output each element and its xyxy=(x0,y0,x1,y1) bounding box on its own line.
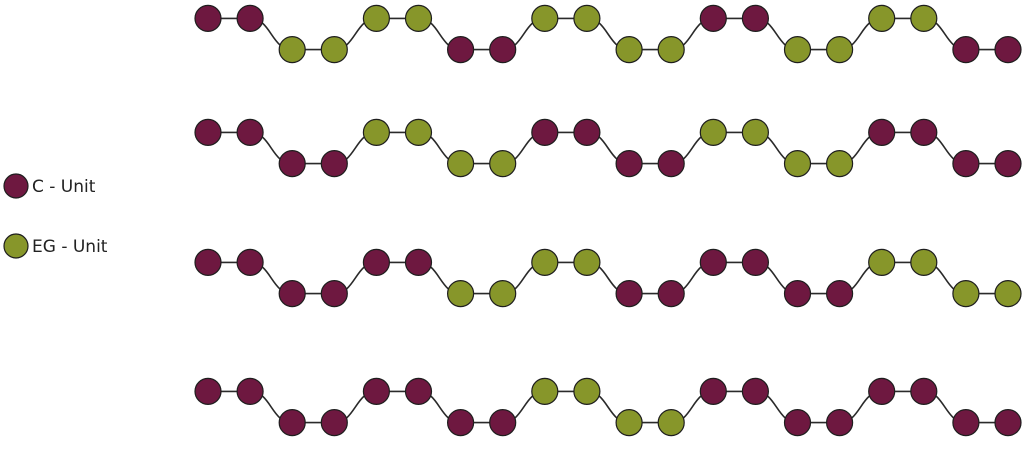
polymer-chain-4 xyxy=(194,377,1022,437)
c-unit-bead xyxy=(910,377,938,405)
c-unit-bead xyxy=(194,118,222,146)
c-unit-bead xyxy=(868,118,896,146)
c-unit-bead xyxy=(489,35,517,64)
c-unit-bead xyxy=(362,248,390,276)
c-unit-bead xyxy=(447,35,475,64)
eg-unit-bead xyxy=(657,35,685,64)
eg-unit-bead xyxy=(615,35,643,64)
eg-unit-bead xyxy=(531,248,559,276)
c-unit-bead xyxy=(489,409,517,437)
eg-unit-bead xyxy=(278,35,306,64)
eg-unit-bead xyxy=(489,150,517,178)
legend-item-eg-unit: EG - Unit xyxy=(3,233,108,259)
eg-unit-bead xyxy=(404,4,433,32)
c-unit-bead xyxy=(404,377,433,405)
polymer-chain-1 xyxy=(194,4,1022,64)
eg-unit-bead xyxy=(362,4,390,32)
c-unit-bead xyxy=(952,150,980,178)
polymer-chains xyxy=(194,4,1022,437)
c-unit-bead xyxy=(657,150,685,178)
c-unit-bead xyxy=(615,150,643,178)
c-unit-bead xyxy=(699,248,727,276)
polymer-chain-3 xyxy=(194,248,1022,308)
eg-unit-bead xyxy=(741,118,770,146)
eg-unit-bead xyxy=(489,280,517,308)
c-unit-bead xyxy=(404,248,433,276)
c-unit-bead xyxy=(194,377,222,405)
eg-unit-bead xyxy=(783,35,812,64)
legend-item-c-unit: C - Unit xyxy=(3,173,96,199)
eg-unit-bead xyxy=(615,409,643,437)
c-unit-bead xyxy=(320,280,348,308)
eg-unit-bead xyxy=(404,118,433,146)
c-unit-bead xyxy=(952,409,980,437)
c-unit-bead xyxy=(783,409,812,437)
c-unit-bead xyxy=(783,280,812,308)
legend: C - Unit EG - Unit xyxy=(3,173,108,259)
c-unit-bead xyxy=(236,4,264,32)
eg-unit-bead xyxy=(362,118,390,146)
c-unit-bead xyxy=(825,280,854,308)
c-unit-bead xyxy=(910,118,938,146)
c-unit-bead xyxy=(657,280,685,308)
polymer-chain-2 xyxy=(194,118,1022,178)
c-unit-bead xyxy=(194,4,222,32)
eg-unit-bead xyxy=(868,4,896,32)
c-unit-bead xyxy=(278,280,306,308)
c-unit-bead xyxy=(236,377,264,405)
c-unit-bead xyxy=(531,118,559,146)
eg-unit-bead xyxy=(699,118,727,146)
c-unit-bead xyxy=(741,377,770,405)
eg-unit-bead xyxy=(910,4,938,32)
c-unit-bead xyxy=(952,35,980,64)
eg-unit-bead xyxy=(447,280,475,308)
eg-unit-bead xyxy=(994,280,1022,308)
c-unit-bead xyxy=(994,409,1022,437)
c-unit-bead xyxy=(236,248,264,276)
c-unit-bead xyxy=(699,4,727,32)
legend-label-eg-unit: EG - Unit xyxy=(32,237,108,257)
c-unit-bead xyxy=(994,150,1022,178)
c-unit-bead xyxy=(868,377,896,405)
c-unit-bead xyxy=(825,409,854,437)
eg-unit-bead xyxy=(531,377,559,405)
c-unit-bead xyxy=(699,377,727,405)
eg-unit-bead xyxy=(868,248,896,276)
eg-unit-bead xyxy=(825,35,854,64)
c-unit-bead xyxy=(362,377,390,405)
c-unit-bead xyxy=(573,118,601,146)
eg-unit-bead xyxy=(531,4,559,32)
eg-unit-bead xyxy=(657,409,685,437)
c-unit-bead xyxy=(615,280,643,308)
eg-unit-bead xyxy=(320,35,348,64)
c-unit-bead xyxy=(741,4,770,32)
c-unit-swatch xyxy=(3,173,29,199)
eg-unit-bead xyxy=(573,248,601,276)
c-unit-bead xyxy=(278,150,306,178)
eg-unit-bead xyxy=(447,150,475,178)
c-unit-bead xyxy=(994,35,1022,64)
eg-unit-swatch xyxy=(3,233,29,259)
c-unit-bead xyxy=(320,409,348,437)
legend-label-c-unit: C - Unit xyxy=(32,177,96,197)
eg-unit-bead xyxy=(573,4,601,32)
eg-unit-bead xyxy=(825,150,854,178)
eg-unit-bead xyxy=(952,280,980,308)
c-unit-bead xyxy=(447,409,475,437)
eg-unit-bead xyxy=(910,248,938,276)
c-unit-bead xyxy=(320,150,348,178)
c-unit-bead xyxy=(194,248,222,276)
c-unit-bead xyxy=(278,409,306,437)
c-unit-bead xyxy=(236,118,264,146)
c-unit-bead xyxy=(741,248,770,276)
eg-unit-bead xyxy=(783,150,812,178)
eg-unit-bead xyxy=(573,377,601,405)
